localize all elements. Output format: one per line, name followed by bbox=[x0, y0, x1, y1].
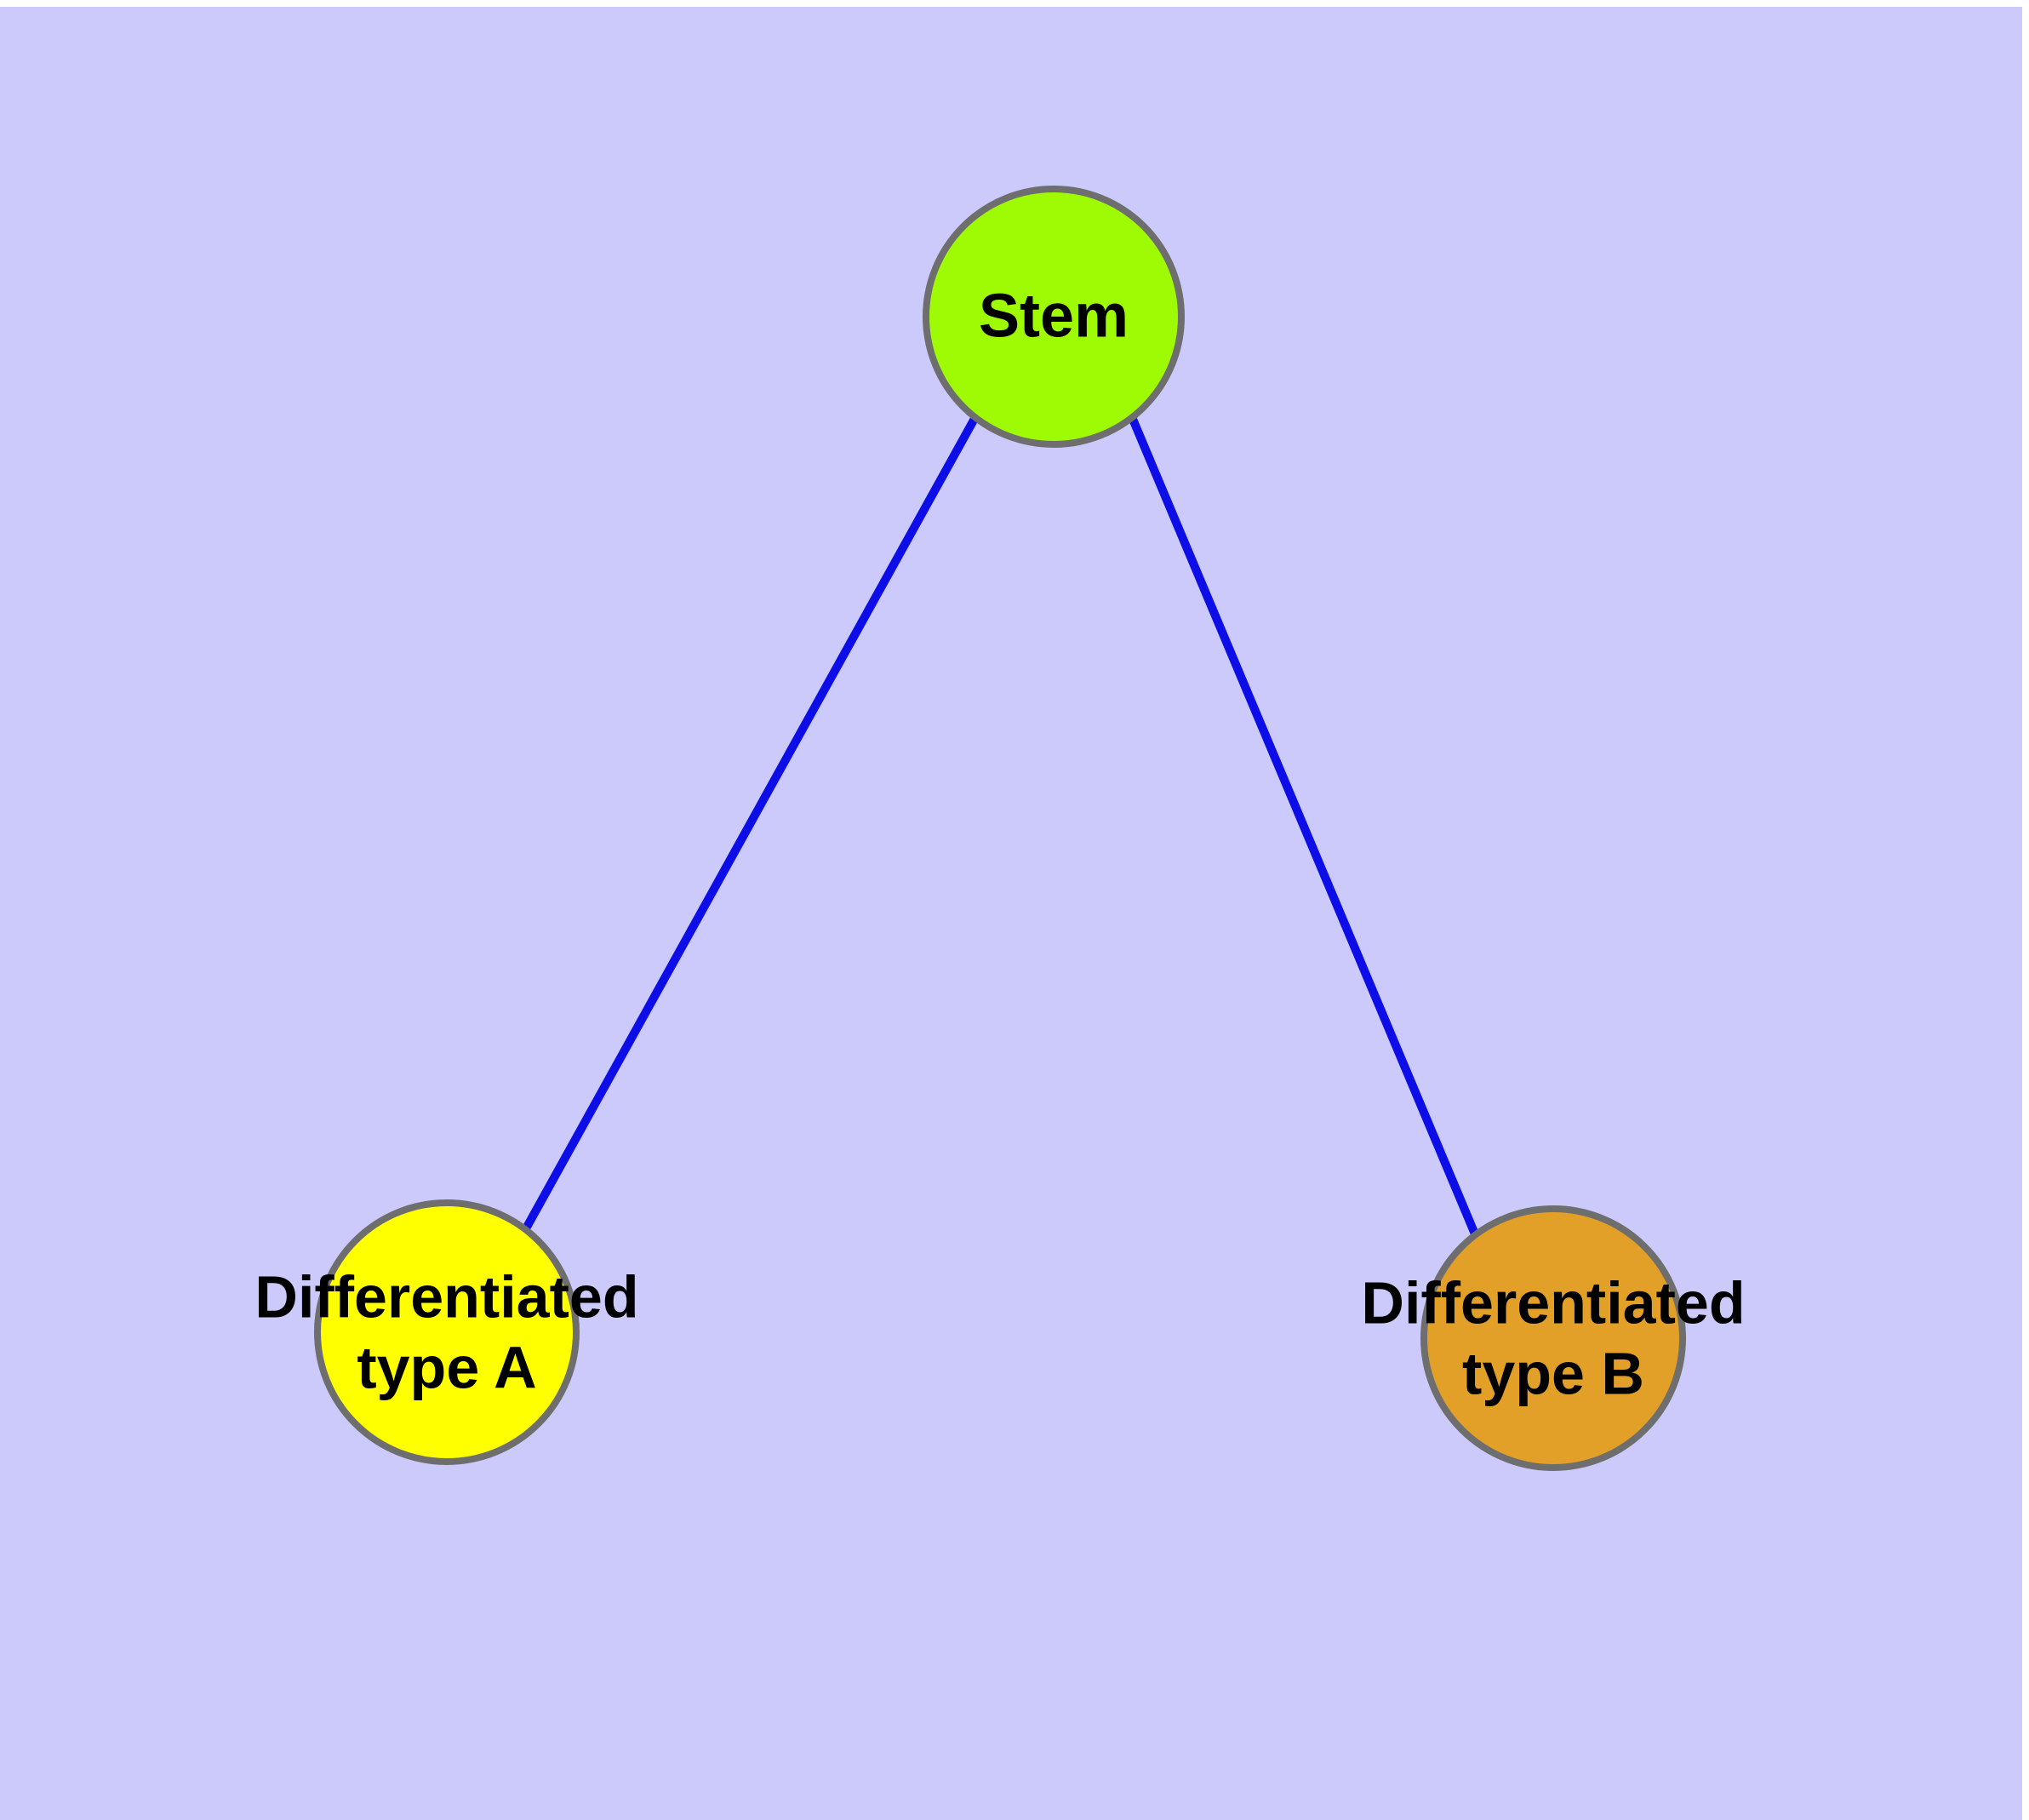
edges-layer bbox=[521, 415, 1480, 1238]
edge-stem-to-diff-a[interactable] bbox=[521, 415, 980, 1233]
nodes-layer bbox=[314, 186, 1686, 1471]
node-diff_a[interactable] bbox=[314, 1199, 580, 1465]
node-diff_b[interactable] bbox=[1420, 1205, 1686, 1471]
graph-svg bbox=[314, 186, 1686, 1471]
node-stem[interactable] bbox=[923, 186, 1185, 448]
edge-stem-to-diff-b[interactable] bbox=[1128, 415, 1480, 1238]
